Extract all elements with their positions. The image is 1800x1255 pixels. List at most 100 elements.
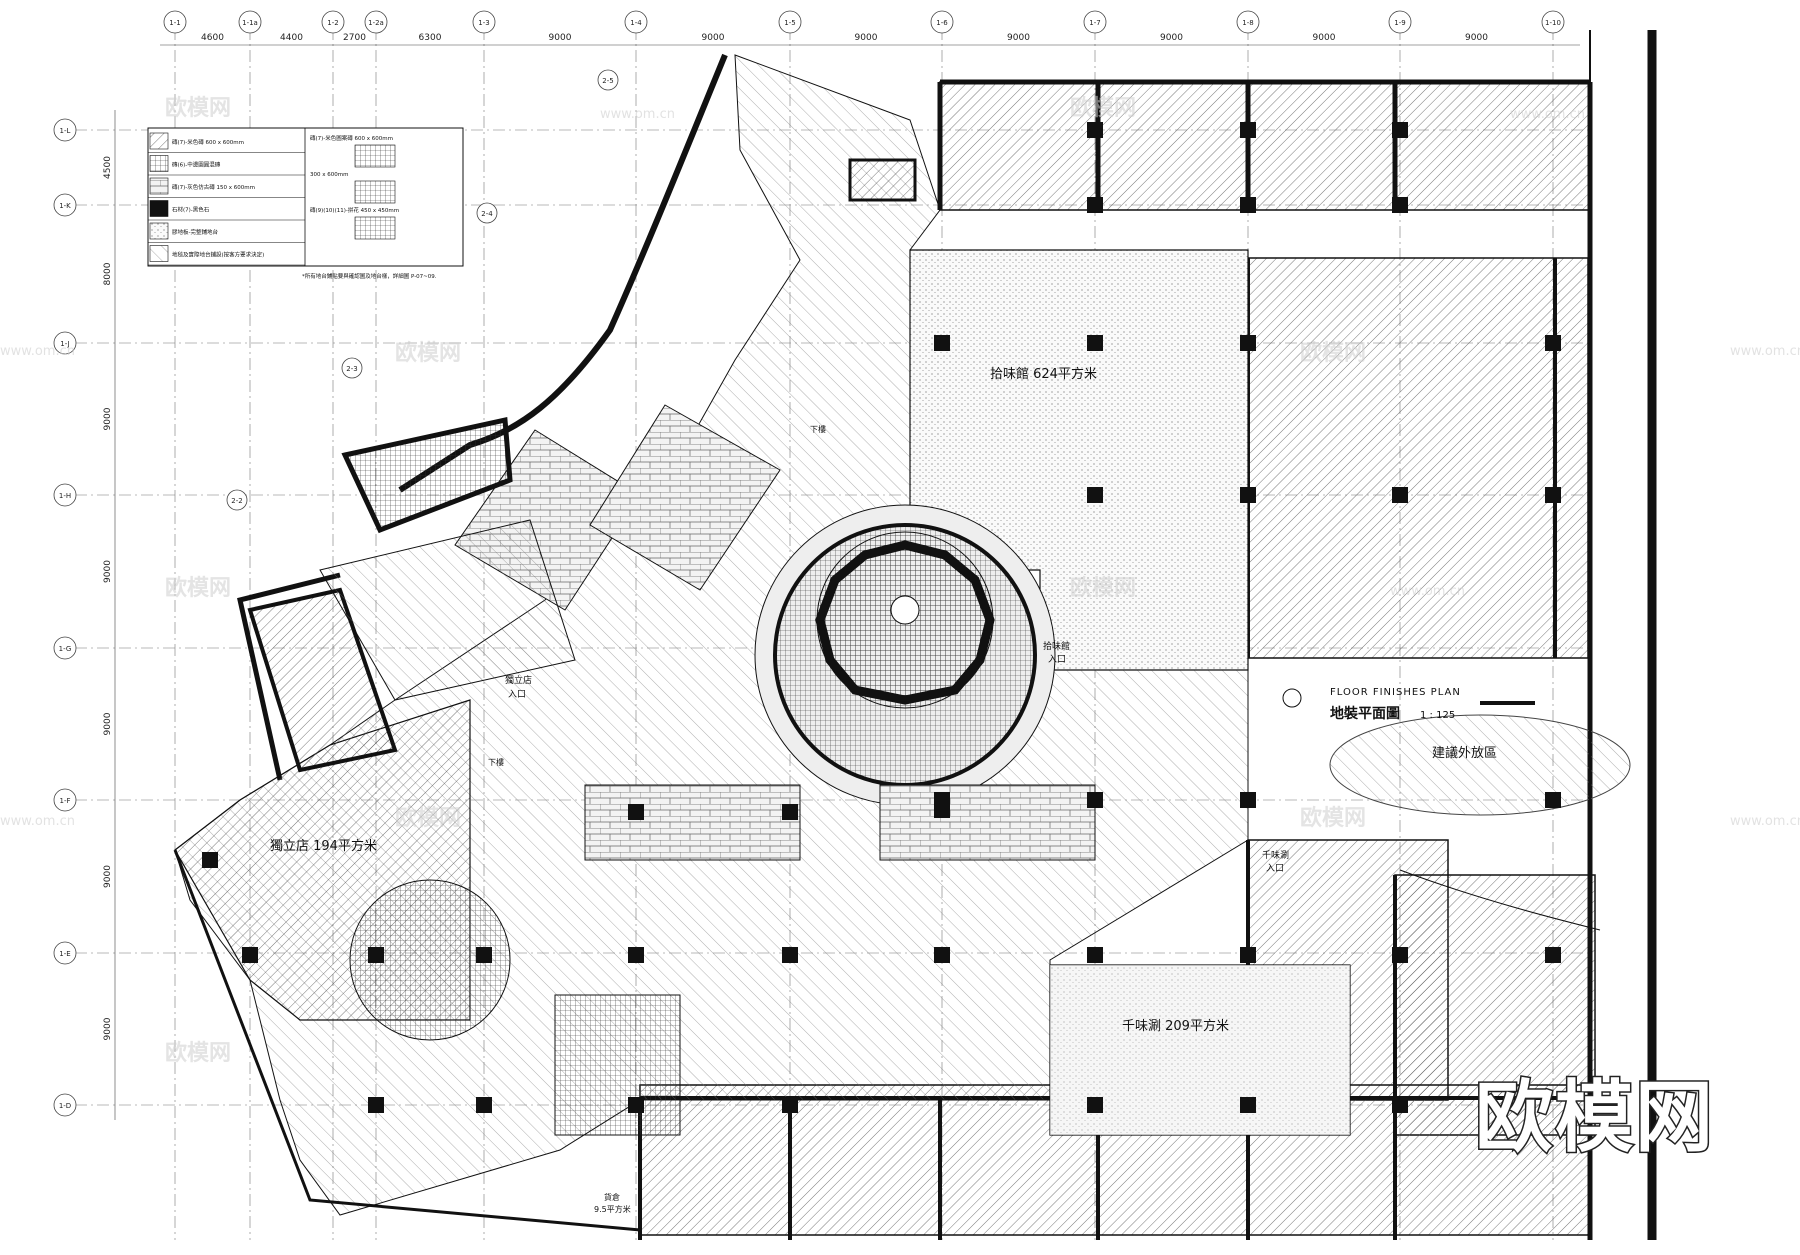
grid-bubble — [163, 10, 187, 34]
column — [1240, 1097, 1256, 1113]
grid-bubble — [53, 193, 77, 217]
title-underline — [1480, 701, 1535, 705]
room-label-outdoor-zone: 建議外放區 — [1432, 746, 1497, 761]
watermark-text: 欧模网 — [1300, 805, 1366, 831]
legend-sample — [354, 180, 396, 204]
column — [368, 947, 384, 963]
watermark-url: www.om.cn — [0, 344, 75, 359]
skew-axis-label: 2-5 — [602, 77, 613, 85]
column — [628, 947, 644, 963]
column — [1392, 487, 1408, 503]
grid-label-column: 1-4 — [630, 19, 642, 27]
entry-label-shiweiguan: 拾味館 — [1043, 640, 1070, 652]
dimension-label: 9000 — [103, 865, 113, 888]
entry-label-qianweishuan: 千味涮 — [1262, 849, 1289, 861]
column — [1087, 947, 1103, 963]
column — [628, 804, 644, 820]
service-rooms — [247, 158, 917, 773]
column — [1240, 792, 1256, 808]
grid-label-row: 1-H — [59, 492, 71, 500]
stairs-label-west: 下樓 — [488, 757, 504, 767]
legend-swatch — [149, 245, 169, 262]
dimension-label: 9000 — [103, 407, 113, 430]
grid-label-row: 1-G — [59, 645, 72, 653]
grid-bubble — [778, 10, 802, 34]
central-round-court — [754, 504, 1056, 806]
grid-bubble — [53, 483, 77, 507]
legend-label: 膠地板-完整鋪地台 — [172, 228, 218, 236]
room-label-storage-area: 9.5平方米 — [594, 1204, 631, 1214]
grid-label-column: 1-1 — [169, 19, 180, 27]
watermark-text: 欧模网 — [165, 575, 231, 601]
legend-label: 磚(6)-中邊園圓混磚 — [172, 161, 221, 169]
skew-axis-label: 2-3 — [346, 365, 357, 373]
column — [1545, 947, 1561, 963]
column — [1087, 1097, 1103, 1113]
room-label-qianweishuan: 千味涮 209平方米 — [1122, 1018, 1229, 1034]
column — [782, 804, 798, 820]
watermark-text: 欧模网 — [165, 1040, 231, 1066]
grid-label-column: 1-5 — [784, 19, 795, 27]
legend-label: 磚(9)(10)(11)-拼花 450 x 450mm — [310, 206, 399, 214]
dimension-label: 9000 — [103, 1017, 113, 1040]
dimension-label: 9000 — [855, 33, 878, 43]
column — [1545, 335, 1561, 351]
dimension-label: 9000 — [549, 33, 572, 43]
column — [476, 947, 492, 963]
grid-label-column: 1-1a — [242, 19, 258, 27]
column — [1392, 947, 1408, 963]
column — [934, 335, 950, 351]
column — [1392, 122, 1408, 138]
grid-bubble — [321, 10, 345, 34]
entry-label-independent-store: 獨立店 — [505, 674, 532, 686]
drawing-title-en: FLOOR FINISHES PLAN — [1330, 687, 1461, 698]
grid-bubble — [53, 636, 77, 660]
column — [1240, 335, 1256, 351]
watermark-text: 欧模网 — [1300, 340, 1366, 366]
skew-axis-label: 2-4 — [481, 210, 493, 218]
dimension-label: 9000 — [103, 712, 113, 735]
grid-bubble — [53, 1093, 77, 1117]
watermark-text: 欧模网 — [165, 95, 231, 121]
room-label-storage: 貨倉 — [604, 1192, 620, 1202]
column — [1392, 1097, 1408, 1113]
grid-label-column: 1-3 — [478, 19, 489, 27]
grid-label-column: 1-2 — [327, 19, 338, 27]
structural-columns — [202, 122, 1561, 1113]
legend-swatch — [149, 177, 169, 195]
dimension-label: 9000 — [702, 33, 725, 43]
grid-bubble — [364, 10, 388, 34]
skew-axis-bubble — [597, 69, 619, 91]
column — [934, 802, 950, 818]
legend-label: 地毯及實際地台鋪設(按客方要求決定) — [172, 251, 264, 259]
grid-label-column: 1-6 — [936, 19, 948, 27]
grid-bubble — [1541, 10, 1565, 34]
legend-sample — [354, 216, 396, 240]
dimension-label: 6300 — [419, 33, 442, 43]
column — [934, 947, 950, 963]
legend-swatch — [149, 200, 169, 217]
column — [202, 852, 218, 868]
column — [1240, 122, 1256, 138]
legend-label: 磚(7)-灰色仿古磚 150 x 600mm — [172, 183, 255, 191]
column — [1087, 487, 1103, 503]
watermark-text: 欧模网 — [395, 805, 461, 831]
drawing-scale: 1 : 125 — [1420, 710, 1455, 721]
dimension-label: 4400 — [280, 33, 303, 43]
grid-label-column: 1-8 — [1242, 19, 1253, 27]
watermark-url: www.om.cn — [600, 107, 675, 122]
column — [628, 1097, 644, 1113]
watermark-url: www.om.cn — [1390, 584, 1465, 599]
column — [476, 1097, 492, 1113]
grid-label-row: 1-K — [59, 202, 71, 210]
legend-label: 石材(7)-黑色石 — [172, 206, 210, 214]
dimension-label: 8000 — [103, 262, 113, 285]
column — [1087, 197, 1103, 213]
column — [1087, 335, 1103, 351]
watermark-text: 欧模网 — [395, 340, 461, 366]
dimension-label: 2700 — [343, 33, 366, 43]
column — [782, 1097, 798, 1113]
entry-label-qianweishuan-in: 入口 — [1266, 863, 1284, 874]
grid-bubble — [930, 10, 954, 34]
